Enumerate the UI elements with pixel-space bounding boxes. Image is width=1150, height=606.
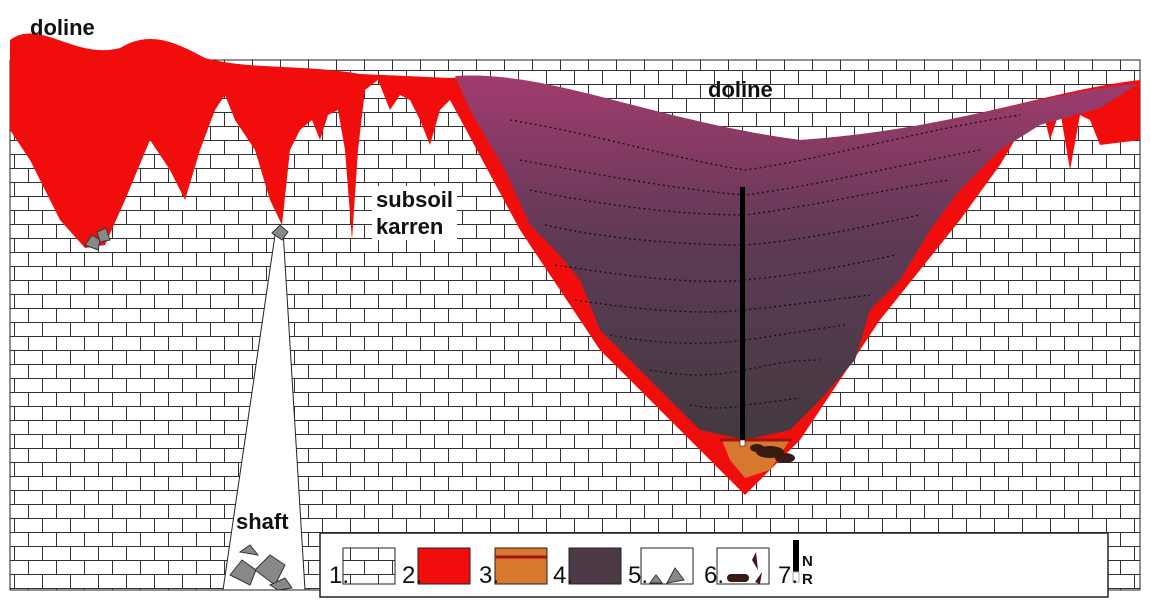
legend-core-tip bbox=[792, 571, 800, 583]
doline-label-left: doline bbox=[30, 15, 95, 40]
legend-rock-icon bbox=[649, 567, 685, 584]
legend-artifact-icon bbox=[727, 552, 762, 584]
artifacts bbox=[750, 444, 795, 463]
karren-line2: karren bbox=[376, 214, 444, 239]
legend-num-1: 1. bbox=[329, 562, 350, 589]
legend-swatch-rocks bbox=[640, 547, 694, 585]
rock-fragments bbox=[84, 224, 293, 591]
legend-num-4: 4. bbox=[553, 562, 574, 589]
red-soil-left bbox=[10, 33, 450, 248]
legend-swatch-orange bbox=[494, 547, 548, 585]
karren-line1: subsoil bbox=[376, 187, 454, 212]
legend-num-3: 3. bbox=[479, 562, 500, 589]
core-bar bbox=[740, 187, 745, 440]
legend-num-5: 5. bbox=[628, 562, 649, 589]
core-tip bbox=[739, 439, 746, 447]
shaft-label: shaft bbox=[236, 509, 289, 534]
legend-num-2: 2. bbox=[402, 562, 423, 589]
purple-doline-fill bbox=[455, 75, 1138, 440]
legend-swatch-limestone bbox=[342, 547, 396, 585]
legend-letter-n: N bbox=[802, 553, 813, 570]
legend-letter-r: R bbox=[802, 571, 813, 588]
legend-swatch-red bbox=[417, 547, 471, 585]
legend-swatch-purple bbox=[568, 547, 622, 585]
legend-core-icon bbox=[793, 540, 799, 572]
doline-label-right: doline bbox=[708, 77, 773, 102]
legend-num-6: 6. bbox=[704, 562, 725, 589]
legend-num-7: 7. bbox=[778, 562, 799, 589]
